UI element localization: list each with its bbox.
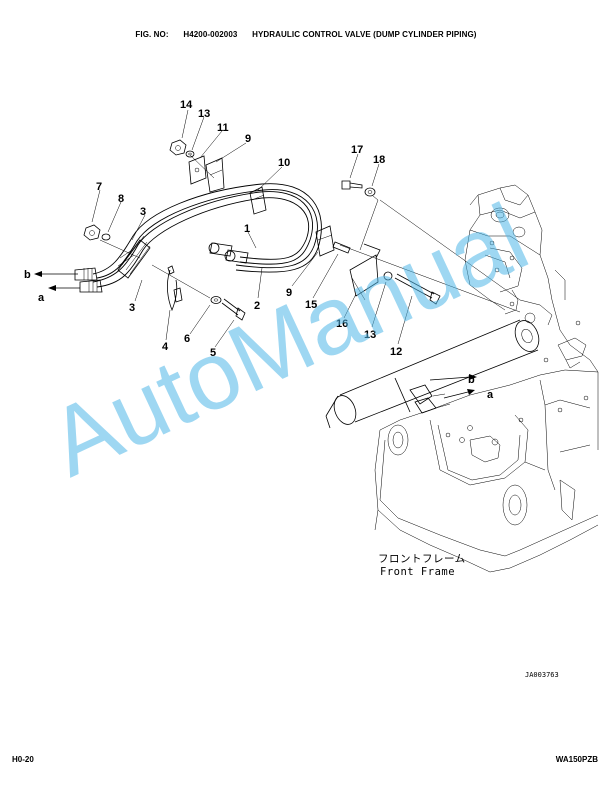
callout-11: 11 bbox=[217, 122, 229, 134]
figure-header: FIG. NO: H4200-002003 HYDRAULIC CONTROL … bbox=[0, 30, 612, 39]
arrows-left bbox=[34, 271, 80, 291]
hoses bbox=[74, 183, 322, 293]
figure-code: JA003763 bbox=[525, 671, 559, 679]
callout-4: 4 bbox=[162, 341, 169, 353]
callout-14: 14 bbox=[180, 99, 193, 111]
callout-b-right: b bbox=[468, 374, 475, 386]
fig-label: FIG. NO: bbox=[135, 30, 169, 39]
callout-9-upper: 9 bbox=[245, 133, 251, 145]
callout-17: 17 bbox=[351, 144, 363, 156]
callout-12: 12 bbox=[390, 346, 402, 358]
callout-6: 6 bbox=[184, 333, 190, 345]
callout-b-left: b bbox=[24, 269, 31, 281]
callout-3-lower: 3 bbox=[129, 302, 135, 314]
callout-3-upper: 3 bbox=[140, 206, 146, 218]
callout-a-left: a bbox=[38, 292, 45, 304]
front-frame-drawing bbox=[374, 184, 599, 573]
callout-2: 2 bbox=[254, 300, 260, 312]
hardware-parts bbox=[83, 139, 441, 321]
dump-cylinder bbox=[325, 319, 540, 429]
callout-a-right: a bbox=[487, 389, 494, 401]
callout-8: 8 bbox=[118, 193, 124, 205]
guide-lines bbox=[99, 154, 521, 313]
callout-9-lower: 9 bbox=[286, 287, 292, 299]
leader-lines bbox=[91, 109, 413, 348]
callout-5: 5 bbox=[210, 347, 216, 359]
callout-16: 16 bbox=[336, 318, 348, 330]
callout-7: 7 bbox=[96, 181, 102, 193]
callout-1: 1 bbox=[244, 223, 250, 235]
model-code: WA150PZB bbox=[555, 755, 598, 764]
callout-13-upper: 13 bbox=[198, 108, 210, 120]
figure-title: HYDRAULIC CONTROL VALVE (DUMP CYLINDER P… bbox=[252, 30, 477, 39]
front-frame-label-en: Front Frame bbox=[380, 566, 455, 578]
page-number: H0-20 bbox=[12, 755, 34, 764]
watermark: AutoManual bbox=[34, 184, 544, 498]
front-frame-label-jp: フロントフレーム bbox=[378, 553, 466, 565]
callout-13-lower: 13 bbox=[364, 329, 376, 341]
fig-number: H4200-002003 bbox=[183, 30, 238, 39]
arrows-right bbox=[429, 374, 477, 399]
callout-10: 10 bbox=[278, 157, 290, 169]
callout-15: 15 bbox=[305, 299, 317, 311]
callout-18: 18 bbox=[373, 154, 385, 166]
